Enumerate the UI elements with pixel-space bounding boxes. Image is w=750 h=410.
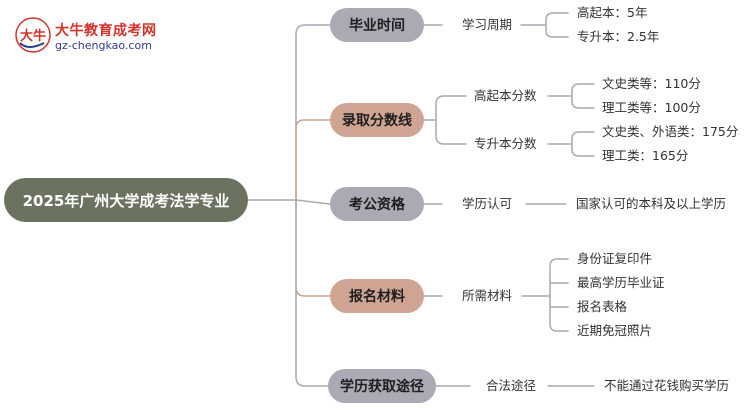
- node-civil-service[interactable]: 考公资格: [330, 187, 424, 221]
- connector-branch-1: [295, 24, 331, 201]
- leaf-zsb-liberal-arts: 文史类、外语类：175分: [602, 124, 739, 139]
- connector-branch-4: [295, 199, 331, 297]
- connector-branch-5: [295, 199, 331, 387]
- leaf-application-form: 报名表格: [577, 299, 628, 314]
- node-admission-score[interactable]: 录取分数线: [330, 103, 424, 137]
- node-application-materials[interactable]: 报名材料: [330, 279, 424, 313]
- connector-branch-2: [295, 119, 331, 201]
- connector-leaf-4: [521, 258, 569, 332]
- leaf-gqb-science: 理工类等：100分: [602, 100, 701, 115]
- leaf-gqb-years: 高起本：5年: [577, 5, 648, 20]
- svg-text:大牛: 大牛: [20, 28, 46, 44]
- node-graduation-time[interactable]: 毕业时间: [330, 8, 424, 42]
- connector-branch-3: [295, 199, 331, 205]
- brand-logo: 大牛 大牛教育成考网 gz-chengkao.com: [14, 16, 164, 56]
- connector-leaf-2b: [547, 131, 595, 157]
- leaf-photo: 近期免冠照片: [577, 323, 653, 338]
- sub-study-period: 学习周期: [462, 17, 513, 32]
- node-degree-path[interactable]: 学历获取途径: [328, 369, 436, 403]
- leaf-highest-diploma: 最高学历毕业证: [577, 275, 665, 290]
- sub-gqb-score: 高起本分数: [474, 88, 537, 103]
- root-node[interactable]: 2025年广州大学成考法学专业: [4, 178, 248, 222]
- brand-logo-icon: 大牛: [15, 17, 51, 53]
- sub-legal-path: 合法途径: [486, 378, 537, 393]
- leaf-id-copy: 身份证复印件: [577, 251, 653, 266]
- brand-name: 大牛教育成考网: [55, 23, 157, 39]
- brand-url: gz-chengkao.com: [55, 39, 152, 52]
- leaf-zsb-years: 专升本：2.5年: [577, 29, 660, 44]
- connector-leaf-2a: [547, 83, 595, 109]
- connector-leaf-1: [520, 12, 569, 38]
- leaf-gqb-liberal-arts: 文史类等：110分: [602, 76, 701, 91]
- connector-sub-2b: [435, 119, 467, 145]
- sub-degree-recognition: 学历认可: [462, 196, 513, 211]
- sub-required-materials: 所需材料: [462, 288, 513, 303]
- leaf-zsb-science: 理工类：165分: [602, 148, 689, 163]
- leaf-no-buying-degree: 不能通过花钱购买学历: [604, 378, 730, 393]
- connector-sub-2a: [421, 95, 467, 121]
- sub-zsb-score: 专升本分数: [474, 136, 537, 151]
- leaf-degree-recognized: 国家认可的本科及以上学历: [576, 196, 727, 211]
